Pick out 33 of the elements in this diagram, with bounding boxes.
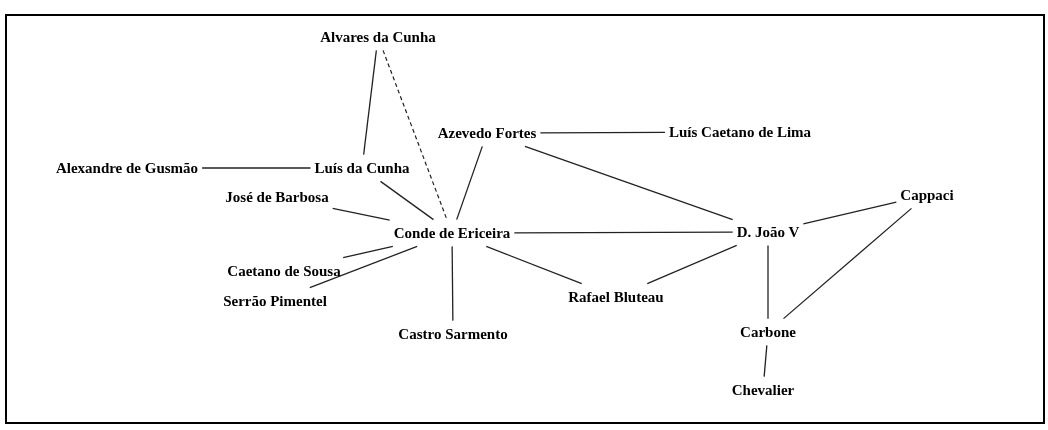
connector-line [646,244,738,285]
connector-line [802,201,897,225]
person-name: Azevedo Fortes [437,123,537,143]
person-name: Cappaci [900,185,954,205]
connector-line [363,49,377,156]
person-name: Serrão Pimentel [223,291,327,311]
connector-line [539,131,666,134]
person-name: Carbone [740,322,796,342]
person-name: Alvares da Cunha [320,27,436,47]
connector-line [201,167,312,169]
connector-line [456,145,483,221]
person-name: José de Barbosa [225,187,329,207]
connector-line [763,344,768,378]
person-name: Rafael Bluteau [568,287,664,307]
person-name: Luís da Cunha [314,158,410,178]
person-name: Caetano de Sousa [227,261,341,281]
person-name: Chevalier [731,380,795,400]
person-name: D. João V [736,222,800,242]
person-name: Conde de Ericeira [393,223,511,243]
connector-line [342,245,394,259]
connector-line [309,245,418,289]
connector-line [513,231,734,234]
person-name: Alexandre de Gusmão [55,158,199,178]
person-name: Castro Sarmento [398,324,508,344]
connector-line [382,49,448,221]
person-name: Luís Caetano de Lima [668,122,812,142]
connector-line [767,244,769,320]
connector-line [485,245,583,285]
connector-line [332,207,391,221]
connector-line [451,245,454,322]
connector-line [379,180,435,221]
connector-line [524,145,734,221]
connector-line [782,207,913,320]
